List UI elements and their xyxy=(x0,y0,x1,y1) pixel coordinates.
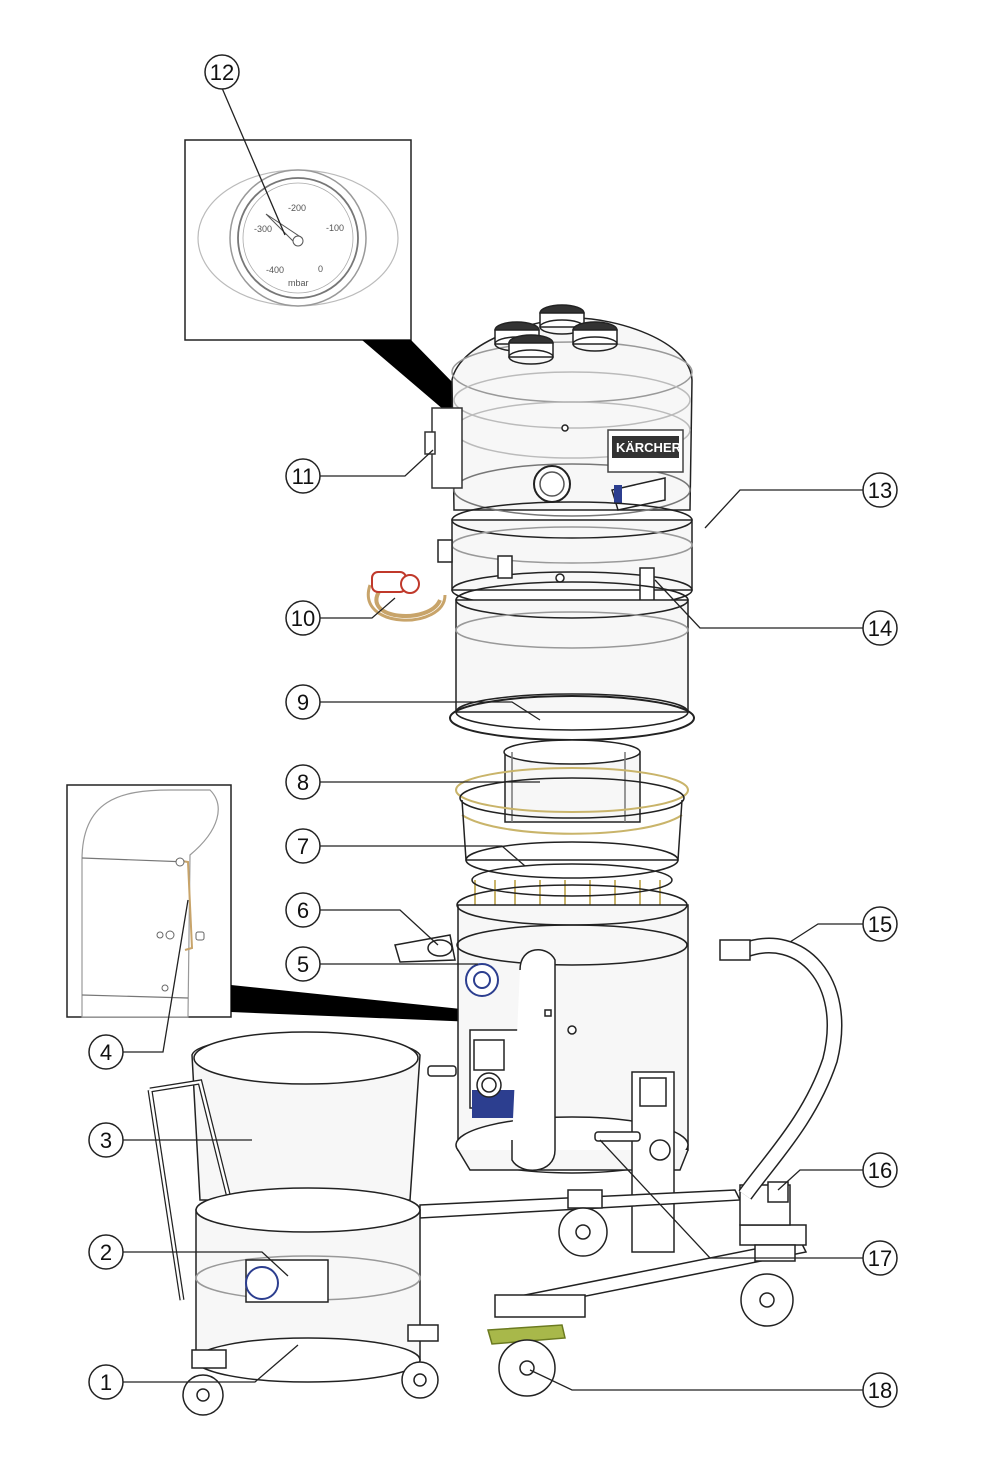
svg-text:12: 12 xyxy=(210,60,234,85)
gauge-tick-100: -100 xyxy=(326,223,344,233)
svg-text:13: 13 xyxy=(868,478,892,503)
gauge-tick-200: -200 xyxy=(288,203,306,213)
callout-2: 2 xyxy=(88,1234,124,1270)
motor-head: KÄRCHER xyxy=(424,304,693,517)
caster-brake xyxy=(487,1324,566,1397)
callout-8: 8 xyxy=(285,764,321,800)
filter-container xyxy=(449,581,695,741)
power-cable xyxy=(366,571,447,622)
dirt-cart xyxy=(147,1031,439,1416)
pipe-detail-elbow xyxy=(81,789,219,1018)
svg-text:9: 9 xyxy=(297,690,309,715)
gauge-tick-0: 0 xyxy=(318,264,323,274)
locking-rod xyxy=(594,1131,641,1142)
leader-lines xyxy=(123,87,863,1391)
lower-tank xyxy=(394,884,689,1253)
leader-14 xyxy=(654,579,863,629)
pipe-detail xyxy=(66,784,548,1025)
callout-3: 3 xyxy=(88,1122,124,1158)
leader-15 xyxy=(789,923,863,943)
callout-1: 1 xyxy=(88,1364,124,1400)
switch-box xyxy=(431,407,463,489)
svg-text:14: 14 xyxy=(868,616,892,641)
svg-text:4: 4 xyxy=(100,1040,112,1065)
shake-valve xyxy=(465,963,499,997)
svg-text:8: 8 xyxy=(297,770,309,795)
callout-16: 16 xyxy=(862,1152,898,1188)
callout-13: 13 xyxy=(862,472,898,508)
svg-text:11: 11 xyxy=(292,464,315,489)
gauge-tick-300: -300 xyxy=(254,224,272,234)
callout-12: 12 xyxy=(204,54,240,90)
leader-9 xyxy=(319,701,541,721)
callout-6: 6 xyxy=(285,892,321,928)
svg-text:17: 17 xyxy=(868,1246,892,1271)
leader-4 xyxy=(123,899,189,1053)
leader-16 xyxy=(777,1169,863,1191)
gauge-tick-400: -400 xyxy=(266,265,284,275)
caster-rear-right xyxy=(740,1244,796,1327)
leader-13 xyxy=(704,489,863,529)
svg-text:5: 5 xyxy=(297,952,309,977)
leader-6 xyxy=(319,909,439,946)
leader-17 xyxy=(599,1139,863,1259)
motor-caps xyxy=(494,304,618,365)
callout-5: 5 xyxy=(285,946,321,982)
brand-plate: KÄRCHER xyxy=(607,429,684,473)
caster-rear-left xyxy=(558,1189,608,1257)
callout-15: 15 xyxy=(862,906,898,942)
leader-11 xyxy=(319,449,434,477)
gauge-inner-ring xyxy=(242,182,354,294)
callout-9: 9 xyxy=(285,684,321,720)
svg-text:7: 7 xyxy=(297,834,309,859)
svg-text:10: 10 xyxy=(291,606,315,631)
callout-17: 17 xyxy=(862,1240,898,1276)
callout-18: 18 xyxy=(862,1372,898,1408)
callout-10: 10 xyxy=(285,600,321,636)
leader-10 xyxy=(319,597,396,619)
leader-12 xyxy=(221,87,286,236)
svg-text:6: 6 xyxy=(297,898,309,923)
callout-4: 4 xyxy=(88,1034,124,1070)
svg-text:16: 16 xyxy=(868,1158,892,1183)
svg-text:2: 2 xyxy=(100,1240,112,1265)
brand-label: KÄRCHER xyxy=(616,440,682,455)
svg-text:18: 18 xyxy=(868,1378,892,1403)
callout-11: 11 xyxy=(285,458,321,494)
suction-hose xyxy=(719,937,843,1200)
leader-7 xyxy=(319,845,526,867)
callout-14: 14 xyxy=(862,610,898,646)
svg-text:1: 1 xyxy=(100,1370,112,1395)
svg-text:15: 15 xyxy=(868,912,892,937)
gauge-hub xyxy=(292,235,304,247)
leader-18 xyxy=(529,1369,863,1391)
gauge-unit: mbar xyxy=(288,278,309,288)
svg-text:3: 3 xyxy=(100,1128,112,1153)
inlet-elbow xyxy=(511,949,556,1171)
cart-caster-right xyxy=(401,1324,439,1399)
callout-7: 7 xyxy=(285,828,321,864)
callouts: 12 11 13 10 14 9 8 7 6 15 5 4 3 16 2 17 … xyxy=(88,54,898,1408)
leader-1 xyxy=(123,1344,299,1383)
chassis-frame xyxy=(419,1181,808,1397)
leader-2 xyxy=(123,1251,289,1277)
cart-caster-left xyxy=(182,1349,227,1416)
